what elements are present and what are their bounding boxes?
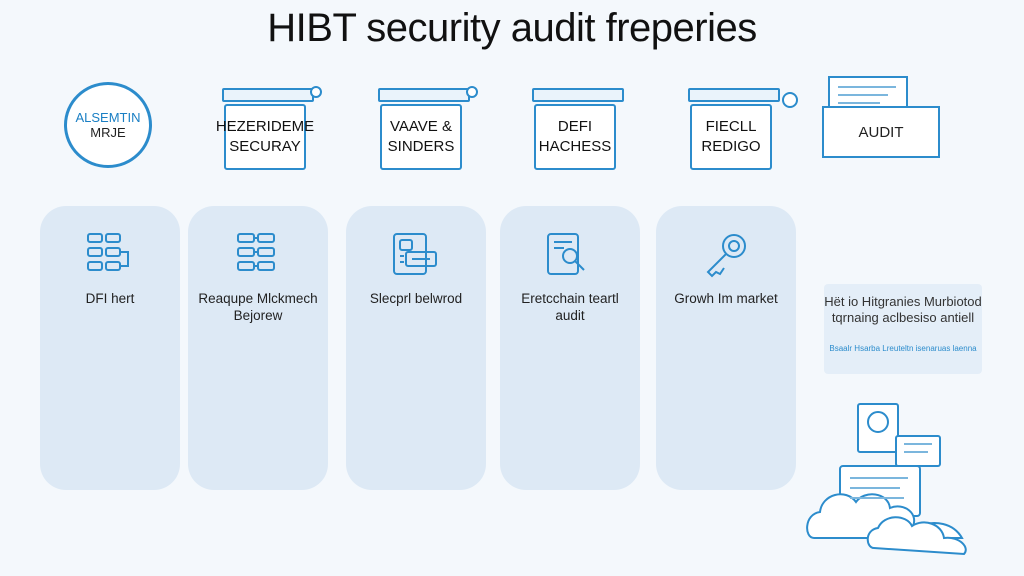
step-vaave-sinders: VAAVE & SINDERS [378, 86, 490, 174]
magnifier-grid-icon [547, 233, 585, 275]
column-label: Slecprl belwrod [369, 291, 463, 306]
step-line-2: REDIGO [701, 138, 761, 155]
grid-flowchart-icon [87, 233, 129, 271]
info-card-fine-print: Bsaalr Hsarba Lreuteltn isenaruas laenna [829, 344, 977, 353]
badge-line-2: MRJE [90, 125, 126, 140]
column-label: Reaqupe Mlckmech Bejorew [198, 291, 318, 323]
step-box: VAAVE & SINDERS [380, 104, 462, 170]
column-reaqupe: Reaqupe Mlckmech Bejorew [188, 206, 328, 490]
step-line-2: HACHESS [538, 138, 612, 155]
step-line-1: VAAVE & [390, 118, 452, 135]
step-line-1: HEZERIDEME [215, 118, 315, 135]
step-security: HEZERIDEME SECURAY [216, 86, 334, 174]
step-box: FIECLL REDIGO [690, 104, 772, 170]
start-badge: ALSEMTIN MRJE [64, 82, 152, 168]
step-defi-hachess: DEFI HACHESS [532, 88, 644, 174]
gear-icon [466, 86, 478, 98]
column-growh: Growh Im market [656, 206, 796, 490]
info-card-text: Hët io Hitgranies Murbiotod tqrnaing acl… [824, 294, 982, 325]
audit-label: AUDIT [822, 106, 940, 158]
column-slecprl: Slecprl belwrod [346, 206, 486, 490]
info-card: Hët io Hitgranies Murbiotod tqrnaing acl… [824, 284, 982, 374]
step-tab [378, 88, 470, 102]
step-tab [222, 88, 314, 102]
step-fiecll-redigo: FIECLL REDIGO [688, 88, 800, 174]
step-tab [532, 88, 624, 102]
step-box: HEZERIDEME SECURAY [216, 104, 314, 170]
cloud-documents-illustration [806, 403, 967, 556]
page-title: HIBT security audit freperies [267, 6, 757, 50]
step-box: DEFI HACHESS [534, 104, 616, 170]
badge-line-1: ALSEMTIN [75, 110, 141, 125]
step-tab [688, 88, 780, 102]
grid-flowchart-icon [237, 233, 275, 271]
audit-box: AUDIT [822, 70, 940, 158]
column-label: DFI hert [85, 291, 135, 306]
column-defi: DFI hert [40, 206, 180, 490]
step-line-1: DEFI [557, 118, 593, 135]
chip-card-icon [393, 233, 437, 275]
step-line-1: FIECLL [705, 118, 757, 135]
step-line-2: SINDERS [387, 138, 455, 155]
gear-icon [310, 86, 322, 98]
column-eretcchain: Eretcchain teartl audit [500, 206, 640, 490]
column-label: Eretcchain teartl audit [521, 291, 619, 323]
key-lock-icon [706, 234, 746, 278]
step-line-2: SECURAY [229, 138, 301, 155]
column-label: Growh Im market [674, 291, 778, 306]
shield-icon [782, 92, 798, 108]
